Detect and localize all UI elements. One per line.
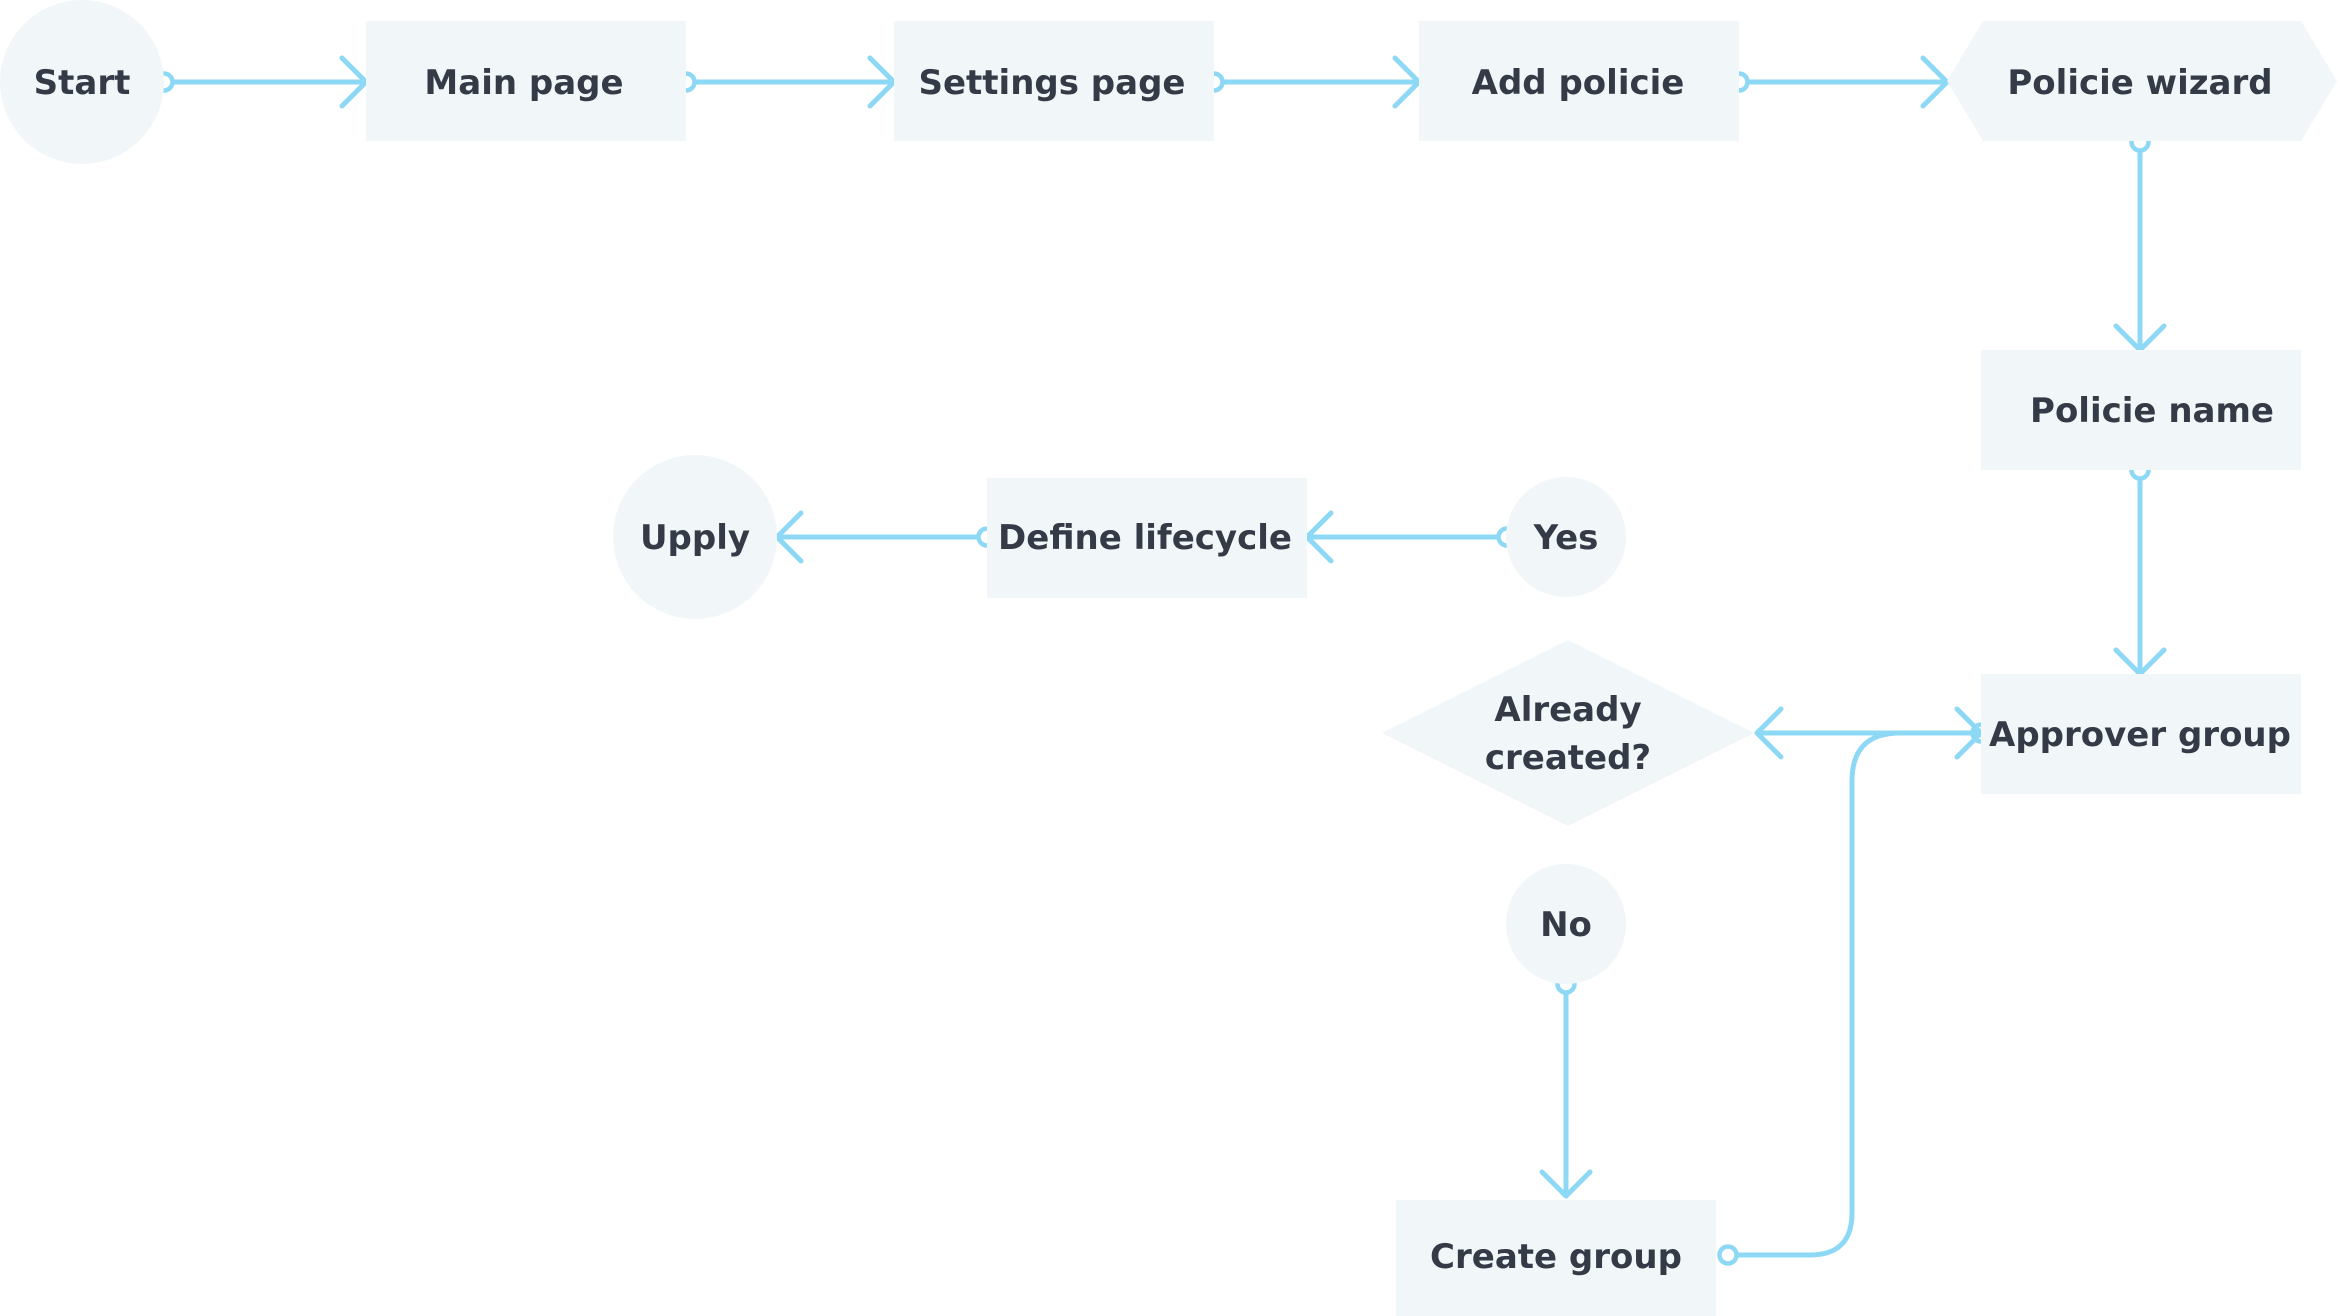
arrow-head-icon bbox=[1920, 55, 1950, 109]
node-upply: Upply bbox=[613, 455, 777, 619]
node-label: Main page bbox=[424, 63, 623, 103]
node-settings-page: Settings page bbox=[894, 21, 1214, 141]
edges-layer bbox=[153, 55, 2167, 1266]
node-main-page: Main page bbox=[366, 21, 686, 141]
node-shape bbox=[366, 21, 686, 141]
node-start: Start bbox=[0, 0, 164, 164]
edge-main-page-to-settings-page bbox=[675, 55, 897, 109]
node-shape bbox=[987, 478, 1307, 598]
edge-settings-page-to-add-policie bbox=[1203, 55, 1422, 109]
edge-start-to-main-page bbox=[153, 55, 369, 109]
node-label: Create group bbox=[1430, 1237, 1682, 1277]
node-shape bbox=[1947, 21, 2337, 141]
node-label: Settings page bbox=[918, 63, 1185, 103]
node-shape bbox=[613, 455, 777, 619]
node-shape bbox=[1396, 1200, 1716, 1316]
node-label: Approver group bbox=[1989, 715, 2291, 755]
node-shape bbox=[1382, 640, 1754, 826]
edge-create-group-to-approver-group bbox=[1717, 706, 1984, 1266]
node-create-group: Create group bbox=[1396, 1200, 1716, 1316]
edge-define-lifecycle-to-upply bbox=[774, 510, 998, 564]
edge-yes-to-define-lifecycle bbox=[1304, 510, 1518, 564]
node-shape bbox=[0, 0, 164, 164]
arrow-head-icon bbox=[1754, 706, 1784, 760]
arrow-head-icon bbox=[1539, 1169, 1593, 1199]
node-label: Yes bbox=[1533, 518, 1599, 558]
node-label: Add policie bbox=[1472, 63, 1685, 103]
edge-policie-wizard-to-policie-name bbox=[2113, 131, 2167, 353]
node-policie-name: Policie name bbox=[1981, 350, 2301, 470]
connector-dot-icon bbox=[1717, 1244, 1739, 1266]
node-policie-wizard: Policie wizard bbox=[1947, 21, 2337, 141]
node-yes: Yes bbox=[1506, 477, 1626, 597]
node-label: Policie name bbox=[2030, 391, 2274, 431]
node-label: No bbox=[1540, 905, 1592, 945]
node-shape bbox=[1506, 477, 1626, 597]
node-shape bbox=[1419, 21, 1739, 141]
node-approver-group: Approver group bbox=[1981, 674, 2301, 794]
node-shape bbox=[1981, 350, 2301, 470]
edge-policie-name-to-approver-group bbox=[2113, 459, 2167, 677]
node-shape bbox=[1506, 864, 1626, 984]
edge-add-policie-to-policie-wizard bbox=[1728, 55, 1950, 109]
node-label: Already bbox=[1494, 690, 1641, 730]
node-label: Define lifecycle bbox=[998, 518, 1292, 558]
node-already-created: Already created? bbox=[1382, 640, 1754, 826]
node-label: Upply bbox=[640, 518, 750, 558]
node-define-lifecycle: Define lifecycle bbox=[987, 478, 1307, 598]
edge-line bbox=[1725, 730, 1984, 1258]
node-label: Start bbox=[34, 63, 131, 103]
edge-no-to-create-group bbox=[1539, 973, 1593, 1199]
node-shape bbox=[1981, 674, 2301, 794]
node-label: created? bbox=[1485, 738, 1651, 778]
node-add-policie: Add policie bbox=[1419, 21, 1739, 141]
node-label: Policie wizard bbox=[2007, 63, 2272, 103]
node-shape bbox=[894, 21, 1214, 141]
node-no: No bbox=[1506, 864, 1626, 984]
